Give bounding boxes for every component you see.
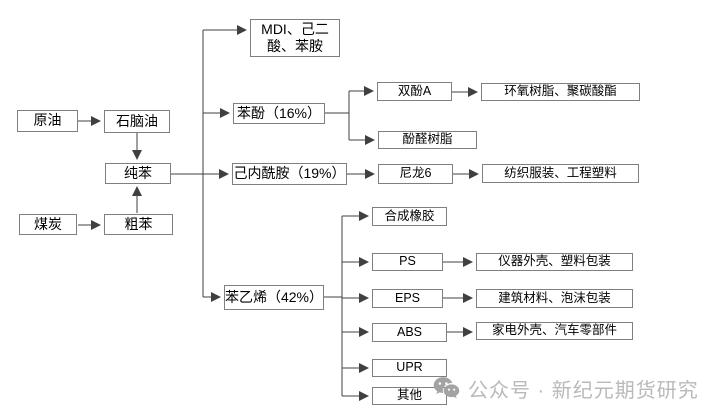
node-other: 其他 [372,387,447,405]
node-ps: PS [372,253,443,271]
node-abs: ABS [372,323,447,342]
node-styrene: 苯乙烯（42%） [224,285,324,310]
node-coal: 煤炭 [19,214,77,235]
wechat-icon [433,376,460,400]
watermark: 公众号 · 新纪元期货研究 [433,373,703,403]
node-epoxy-polycarbonate: 环氧树脂、聚碳酸酯 [481,83,640,101]
node-naphtha: 石脑油 [104,110,170,133]
watermark-text: 公众号 · 新纪元期货研究 [468,379,699,402]
node-textile-engineering-plastics: 纺织服装、工程塑料 [482,164,639,183]
node-caprolactam: 己内酰胺（19%） [232,163,347,185]
node-phenolic-resin: 酚醛树脂 [378,131,477,149]
node-eps: EPS [372,289,443,308]
node-crude-benzene: 粗苯 [104,214,173,235]
node-pure-benzene: 纯苯 [105,163,171,184]
node-instrument-plastic-packaging: 仪器外壳、塑料包装 [476,253,633,271]
node-upr: UPR [372,359,447,377]
node-phenol: 苯酚（16%） [233,103,325,124]
node-appliance-auto-parts: 家电外壳、汽车零部件 [476,322,633,340]
node-crude-oil: 原油 [17,110,78,132]
node-building-foam-packaging: 建筑材料、泡沫包装 [476,289,633,308]
node-mdi-adipic-acid-aniline: MDI、己二酸、苯胺 [250,19,340,57]
node-bisphenol-a: 双酚A [377,82,452,101]
node-synthetic-rubber: 合成橡胶 [372,207,447,226]
node-nylon6: 尼龙6 [378,164,453,184]
